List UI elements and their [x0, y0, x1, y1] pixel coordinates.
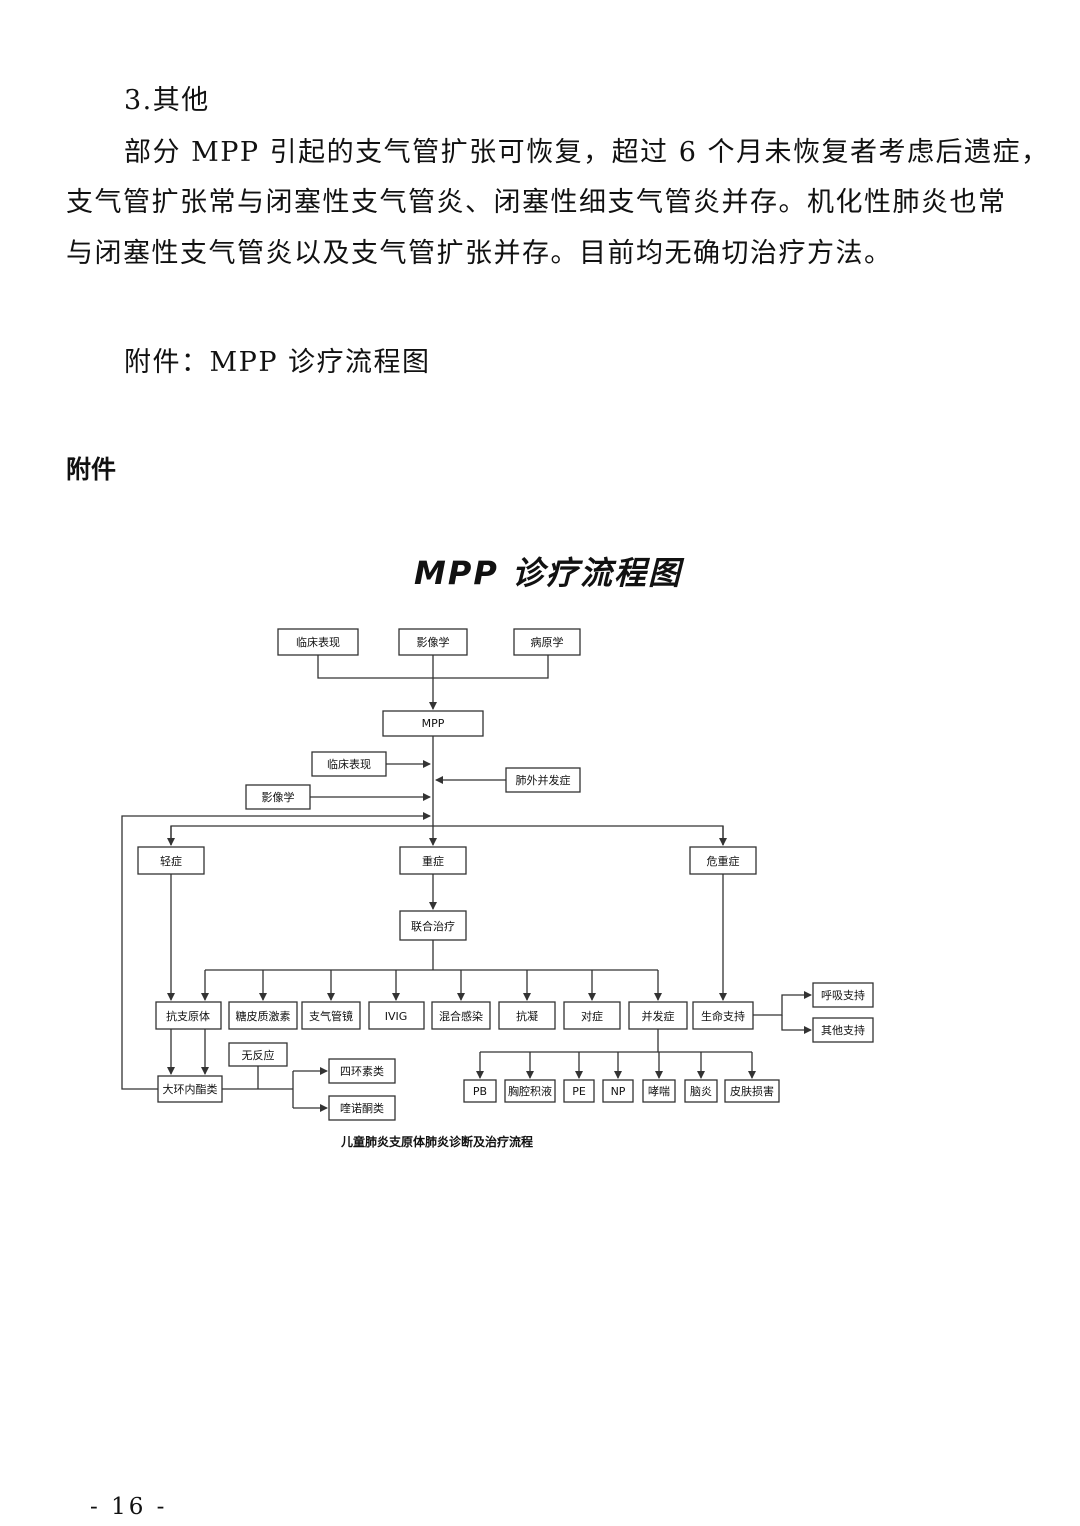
svg-text:脑炎: 脑炎 [690, 1085, 712, 1098]
attachment-note: 附件：MPP 诊疗流程图 [124, 347, 431, 378]
node-other-support: 其他支持 [812, 1017, 874, 1043]
node-complication-pe: PE [563, 1079, 595, 1103]
node-critical: 危重症 [689, 846, 757, 875]
node-input-clinical: 临床表现 [277, 628, 359, 656]
node-complication-pleural-effusion: 胸腔积液 [504, 1079, 556, 1103]
svg-text:并发症: 并发症 [642, 1009, 675, 1023]
node-complication-pb: PB [463, 1079, 497, 1103]
node-treatment-ivig: IVIG [368, 1001, 425, 1030]
node-life-support: 生命支持 [692, 1001, 754, 1030]
attachment-label: 附件 [66, 455, 117, 484]
flowchart-title: MPP 诊疗流程图 [414, 554, 685, 592]
node-quinolone: 喹诺酮类 [328, 1095, 396, 1121]
flowchart-caption: 儿童肺炎支原体肺炎诊断及治疗流程 [340, 1134, 533, 1149]
svg-text:皮肤损害: 皮肤损害 [730, 1084, 774, 1098]
svg-text:支气管镜: 支气管镜 [309, 1009, 353, 1023]
paragraph-line: 与闭塞性支气管炎以及支气管扩张并存。目前均无确切治疗方法。 [66, 238, 893, 269]
node-treatment-symptomatic: 对症 [563, 1001, 621, 1030]
node-combined-therapy: 联合治疗 [399, 910, 467, 941]
node-treatment-anticoagulation: 抗凝 [498, 1001, 556, 1030]
node-side-imaging: 影像学 [245, 784, 311, 810]
svg-text:哮喘: 哮喘 [648, 1085, 670, 1098]
svg-text:生命支持: 生命支持 [701, 1009, 745, 1023]
node-tetracycline: 四环素类 [328, 1058, 396, 1084]
node-treatment-bronchoscopy: 支气管镜 [301, 1001, 361, 1030]
paragraph-line: 支气管扩张常与闭塞性支气管炎、闭塞性细支气管炎并存。机化性肺炎也常 [66, 187, 1007, 218]
svg-text:混合感染: 混合感染 [439, 1009, 483, 1023]
svg-text:危重症: 危重症 [707, 854, 740, 868]
node-mpp: MPP [382, 710, 484, 737]
svg-text:PE: PE [572, 1085, 586, 1098]
node-complication-asthma: 哮喘 [642, 1079, 676, 1103]
node-treatment-antimycoplasma: 抗支原体 [155, 1001, 222, 1030]
svg-text:大环内酯类: 大环内酯类 [163, 1082, 218, 1096]
node-mild: 轻症 [137, 846, 205, 875]
svg-text:影像学: 影像学 [417, 635, 450, 649]
node-complication-encephalitis: 脑炎 [684, 1079, 718, 1103]
svg-text:病原学: 病原学 [531, 635, 564, 649]
section-heading: 3.其他 [124, 85, 210, 116]
svg-text:四环素类: 四环素类 [340, 1064, 384, 1078]
node-complication-skin: 皮肤损害 [724, 1079, 780, 1103]
svg-text:PB: PB [473, 1085, 487, 1098]
svg-text:影像学: 影像学 [262, 790, 295, 804]
node-input-pathogen: 病原学 [513, 628, 581, 656]
node-treatment-complications: 并发症 [628, 1001, 688, 1030]
svg-text:无反应: 无反应 [242, 1048, 275, 1062]
svg-text:对症: 对症 [581, 1009, 603, 1023]
svg-text:胸腔积液: 胸腔积液 [508, 1084, 552, 1098]
svg-text:糖皮质激素: 糖皮质激素 [236, 1009, 291, 1023]
node-severe: 重症 [399, 846, 467, 875]
node-no-response: 无反应 [228, 1042, 288, 1067]
svg-text:呼吸支持: 呼吸支持 [821, 988, 865, 1002]
svg-text:其他支持: 其他支持 [821, 1023, 865, 1037]
svg-text:临床表现: 临床表现 [296, 635, 340, 649]
node-macrolide: 大环内酯类 [157, 1075, 223, 1103]
node-input-imaging: 影像学 [398, 628, 468, 656]
paragraph-line: 部分 MPP 引起的支气管扩张可恢复，超过 6 个月未恢复者考虑后遗症， [124, 137, 1050, 168]
node-treatment-glucocorticoid: 糖皮质激素 [228, 1001, 298, 1030]
svg-text:抗凝: 抗凝 [516, 1009, 538, 1023]
svg-text:喹诺酮类: 喹诺酮类 [340, 1101, 384, 1115]
svg-text:联合治疗: 联合治疗 [411, 919, 455, 933]
page-number: - 16 - [90, 1494, 168, 1520]
node-treatment-mixed-infection: 混合感染 [431, 1001, 491, 1030]
svg-text:肺外并发症: 肺外并发症 [516, 773, 571, 787]
flowchart-connectors [121, 655, 812, 1112]
node-complication-np: NP [602, 1079, 634, 1103]
node-extrapulmonary: 肺外并发症 [505, 767, 581, 793]
svg-text:重症: 重症 [422, 854, 444, 868]
svg-text:临床表现: 临床表现 [327, 757, 371, 771]
svg-text:轻症: 轻症 [160, 854, 182, 868]
flowchart-diagram: MPP 诊疗流程图 [121, 554, 874, 1149]
svg-text:抗支原体: 抗支原体 [166, 1009, 210, 1023]
node-side-clinical: 临床表现 [311, 751, 387, 777]
svg-text:MPP: MPP [422, 717, 445, 730]
node-respiratory-support: 呼吸支持 [812, 982, 874, 1008]
svg-text:NP: NP [611, 1085, 626, 1098]
svg-text:IVIG: IVIG [385, 1010, 408, 1023]
